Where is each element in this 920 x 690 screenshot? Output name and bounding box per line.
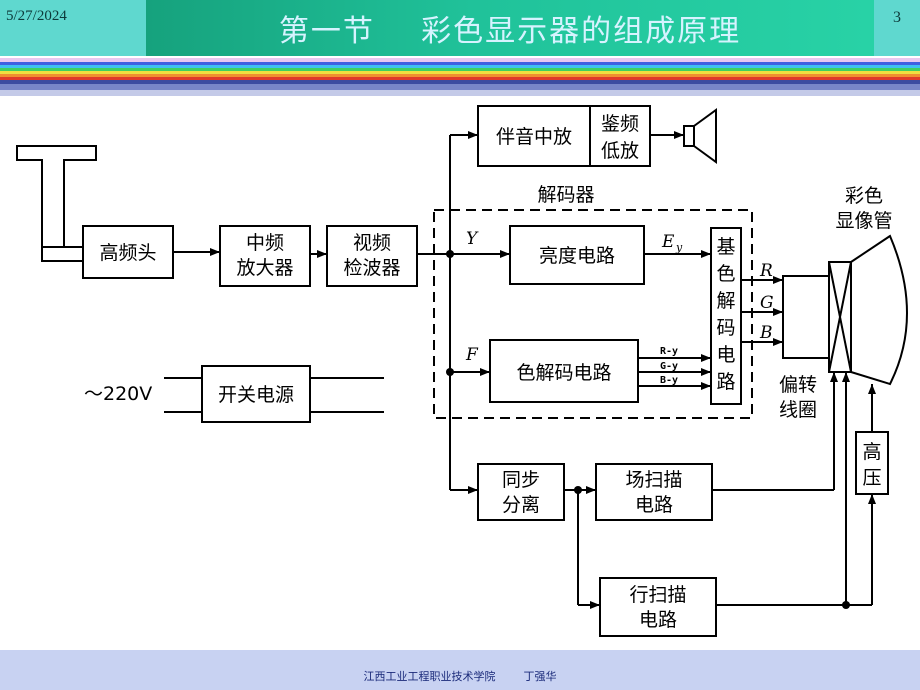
sync-separator-label-2: 分离: [502, 494, 540, 516]
psu-label: 开关电源: [218, 384, 294, 406]
matrix-block: [710, 227, 742, 405]
vertical-scan-label-1: 场扫描: [625, 469, 682, 491]
if-amp-label-1: 中频: [246, 232, 284, 254]
title-bar: 第一节 彩色显示器的组成原理: [146, 0, 874, 56]
video-detector-block: [326, 225, 418, 287]
signal-r-label: R: [759, 261, 773, 281]
psu-block: [201, 365, 311, 423]
signal-y-label: Y: [466, 229, 479, 249]
sync-separator-block: [477, 463, 565, 521]
signal-f-label: F: [465, 345, 479, 365]
antenna-icon: [16, 145, 97, 262]
hv-label-1: 高: [862, 441, 881, 463]
junction-dot: [446, 368, 454, 376]
mains-label: ～220V: [84, 383, 152, 405]
signal-b-label: B: [759, 323, 773, 343]
if-amp-block: [219, 225, 311, 287]
sync-separator-label-1: 同步: [502, 469, 540, 491]
slide-title: 第一节 彩色显示器的组成原理: [278, 14, 742, 49]
signal-ey-subscript: y: [675, 241, 683, 254]
matrix-label-6: 路: [716, 371, 735, 393]
junction-dot: [842, 601, 850, 609]
horizontal-scan-block: [599, 577, 717, 637]
horizontal-scan-label-1: 行扫描: [629, 584, 686, 606]
speaker-icon: [683, 108, 717, 164]
signal-g-label: G: [760, 293, 774, 313]
video-detector-label-1: 视频: [353, 232, 391, 254]
matrix-label-5: 电: [716, 344, 735, 366]
chroma-decoder-label: 色解码电路: [516, 362, 611, 384]
signal-by-label: B-y: [660, 375, 678, 386]
junction-dot: [446, 250, 454, 258]
matrix-label-4: 码: [716, 317, 735, 339]
deflection-yoke: [828, 261, 852, 373]
hv-label-2: 压: [862, 467, 881, 489]
vertical-scan-block: [595, 463, 713, 521]
decorative-stripes: [0, 56, 920, 98]
matrix-label-1: 基: [716, 236, 735, 258]
crt-neck: [782, 275, 830, 359]
matrix-label-3: 解: [716, 290, 735, 312]
vertical-scan-label-2: 电路: [635, 494, 673, 516]
matrix-label-2: 色: [716, 263, 735, 285]
crt-label-1: 彩色: [845, 185, 883, 207]
junction-dot: [574, 486, 582, 494]
signal-ey-label: E: [661, 232, 675, 252]
yoke-label-1: 偏转: [779, 374, 817, 396]
discriminator-label-2: 低放: [601, 140, 639, 162]
crt-screen: [850, 234, 908, 386]
discriminator-label-1: 鉴频: [601, 113, 639, 135]
luma-label: 亮度电路: [539, 245, 615, 267]
crt-label-2: 显像管: [835, 210, 892, 232]
block-diagram: 高频头 中频 放大器 视频 检波器 伴音中放 鉴频 低放 解码器 亮度电路 色解…: [16, 105, 908, 637]
sound-if-label: 伴音中放: [496, 126, 572, 148]
signal-gy-label: G-y: [660, 361, 678, 372]
yoke-label-2: 线圈: [779, 399, 817, 421]
page-number: 3: [874, 0, 920, 56]
footer-bar: 江西工业工程职业技术学院 丁强华: [0, 650, 920, 690]
tuner-label: 高频头: [99, 242, 156, 264]
date-label: 5/27/2024: [0, 0, 146, 56]
footer-text: 江西工业工程职业技术学院 丁强华: [363, 670, 557, 683]
decoder-frame: [433, 209, 753, 419]
signal-ry-label: R-y: [660, 346, 678, 357]
if-amp-label-2: 放大器: [236, 257, 293, 279]
horizontal-scan-label-2: 电路: [639, 609, 677, 631]
video-detector-label-2: 检波器: [343, 257, 400, 279]
decoder-label: 解码器: [537, 184, 594, 206]
